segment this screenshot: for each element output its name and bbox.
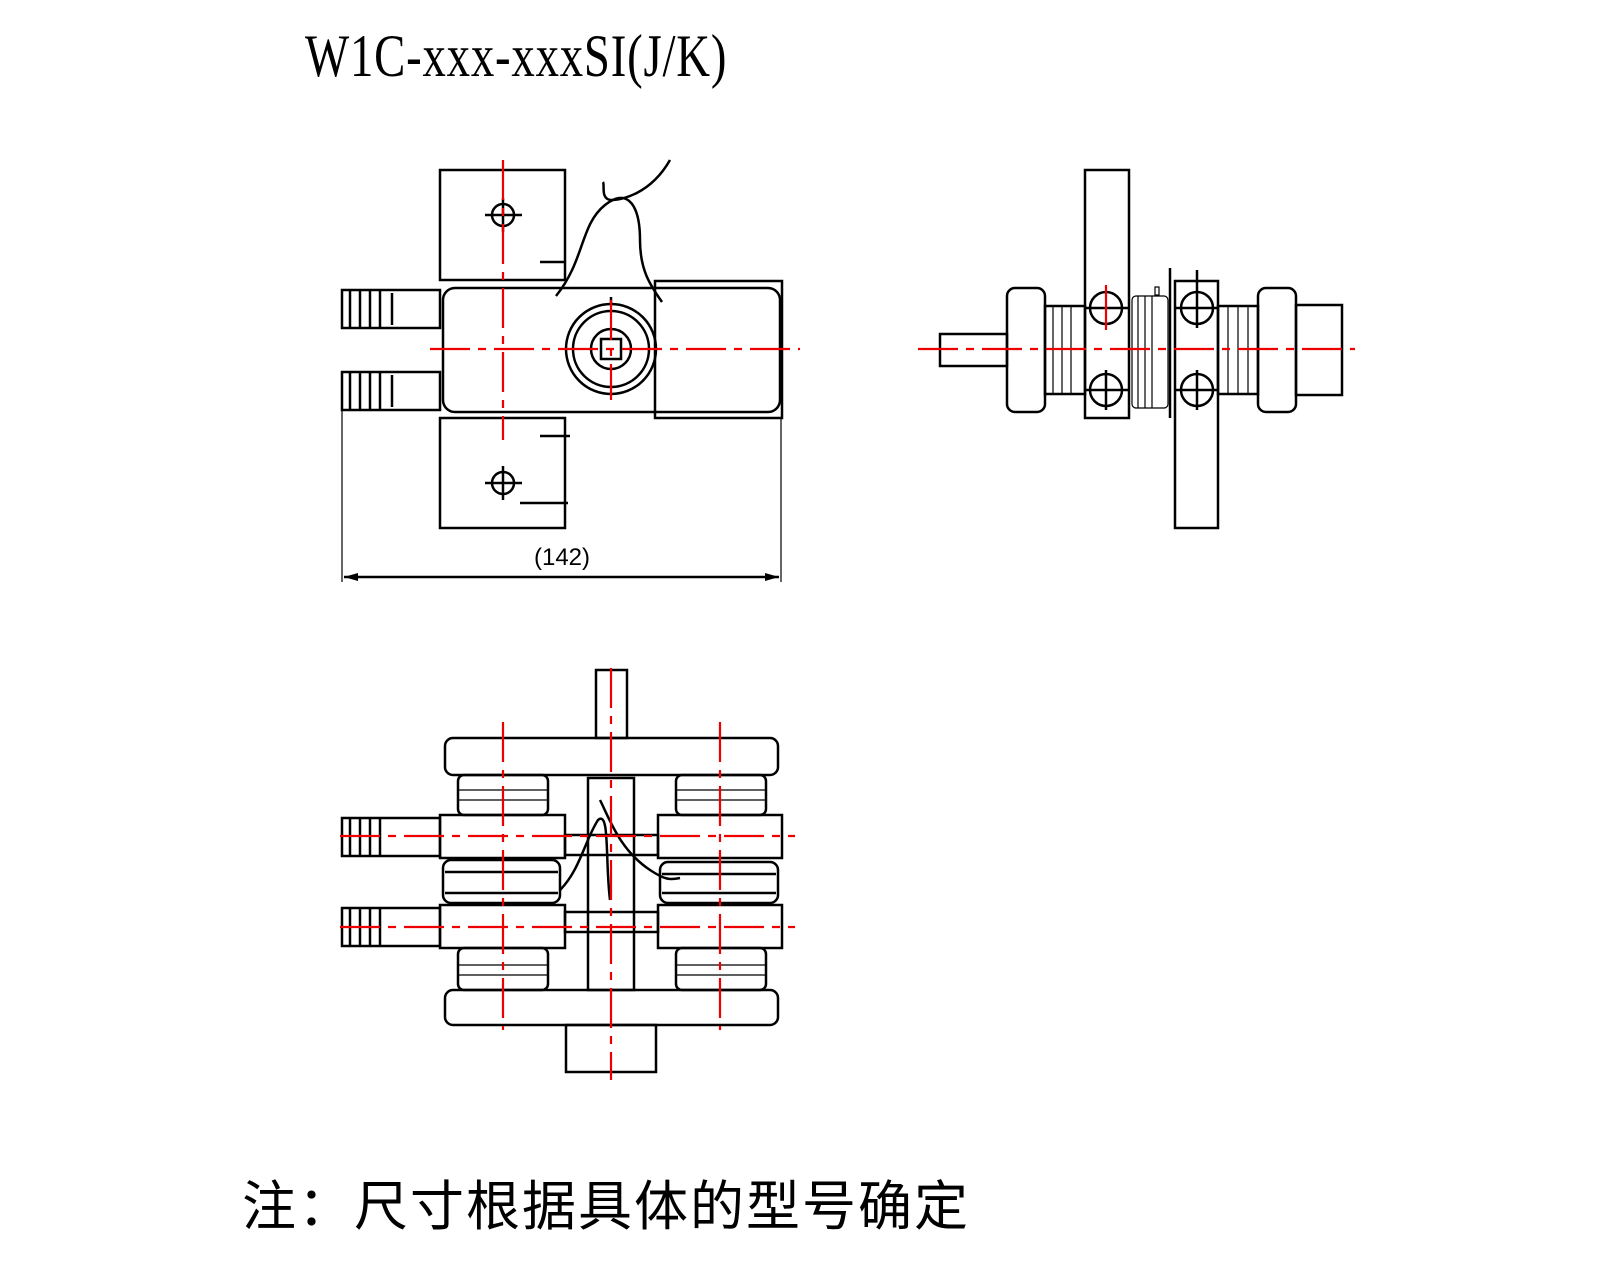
cable [559, 817, 612, 901]
hose-fitting [340, 370, 442, 412]
cable [601, 159, 672, 202]
cable [555, 196, 664, 303]
top-view [340, 668, 795, 1080]
dimension-label: (142) [534, 544, 590, 571]
mounting-hole [1176, 370, 1218, 410]
hose-fitting [340, 288, 442, 330]
mounting-hole [1086, 370, 1128, 410]
side-view [918, 168, 1355, 530]
bellows [1131, 268, 1172, 418]
front-view: (142) [340, 159, 800, 582]
drawing-note: 注：尺寸根据具体的型号确定 [242, 1175, 970, 1238]
drawing-title: W1C-xxx-xxxSI(J/K) [305, 23, 728, 89]
mounting-hole [485, 466, 522, 500]
cable [598, 799, 681, 881]
dimension-142: (142) [341, 410, 782, 582]
mounting-hole [1176, 270, 1218, 328]
bellows [441, 858, 562, 905]
